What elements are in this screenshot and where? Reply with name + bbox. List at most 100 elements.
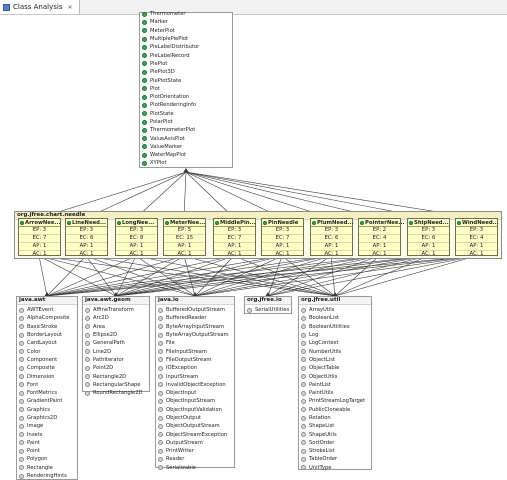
class-item[interactable]: PaintUtils <box>301 389 371 397</box>
class-item[interactable]: Point2D <box>85 364 149 372</box>
class-item[interactable]: Serializable <box>158 464 234 472</box>
class-item[interactable]: StrokeList <box>301 447 371 455</box>
class-item[interactable]: FontMetrics <box>19 389 77 397</box>
class-item[interactable]: Line2D <box>85 347 149 355</box>
class-item[interactable]: ShapeUtils <box>301 430 371 438</box>
class-item[interactable]: Area <box>85 323 149 331</box>
class-item[interactable]: BooleanUtilities <box>301 323 371 331</box>
class-item[interactable]: PublicCloneable <box>301 406 371 414</box>
class-item[interactable]: LogContext <box>301 339 371 347</box>
class-item[interactable]: Graphics2D <box>19 414 77 422</box>
class-item[interactable]: Composite <box>19 364 77 372</box>
class-item[interactable]: ObjectUtils <box>301 372 371 380</box>
class-item[interactable]: Insets <box>19 430 77 438</box>
class-item[interactable]: AWTEvent <box>19 306 77 314</box>
class-item[interactable]: PlotOrientation <box>142 93 232 101</box>
class-item[interactable]: GradientPaint <box>19 397 77 405</box>
close-icon[interactable]: ✕ <box>67 3 73 11</box>
class-item[interactable]: PathIterator <box>85 356 149 364</box>
class-item[interactable]: PlotState <box>142 110 232 118</box>
class-item[interactable]: NumberUtils <box>301 347 371 355</box>
class-item[interactable]: Thermometer <box>142 10 232 18</box>
class-item[interactable]: Rectangle <box>19 464 77 472</box>
class-item[interactable]: Arc2D <box>85 314 149 322</box>
class-item[interactable]: SerialUtilities <box>247 306 291 314</box>
class-item[interactable]: Polygon <box>19 455 77 463</box>
class-item[interactable]: Rectangle2D <box>85 372 149 380</box>
class-item[interactable]: PolarPlot <box>142 118 232 126</box>
class-item[interactable]: PrintStreamLogTarget <box>301 397 371 405</box>
class-item[interactable]: OutputStream <box>158 439 234 447</box>
class-item[interactable]: BasicStroke <box>19 323 77 331</box>
class-item[interactable]: RenderingHints <box>19 472 77 480</box>
class-item[interactable]: ObjectOutput <box>158 414 234 422</box>
class-item[interactable]: RoundRectangle2D <box>85 389 149 397</box>
class-item[interactable]: PieLabelRecord <box>142 51 232 59</box>
class-item[interactable]: Point <box>19 447 77 455</box>
class-item[interactable]: ThermometerPlot <box>142 126 232 134</box>
class-item[interactable]: Rotation <box>301 414 371 422</box>
class-item[interactable]: IOException <box>158 364 234 372</box>
class-item[interactable]: ObjectList <box>301 356 371 364</box>
class-item[interactable]: Font <box>19 381 77 389</box>
class-item[interactable]: UnitType <box>301 464 371 472</box>
class-item[interactable]: Image <box>19 422 77 430</box>
class-item[interactable]: Color <box>19 347 77 355</box>
class-item[interactable]: RectangularShape <box>85 381 149 389</box>
class-item[interactable]: PrintWriter <box>158 447 234 455</box>
class-item[interactable]: WaterMapPlot <box>142 151 232 159</box>
class-item[interactable]: BooleanList <box>301 314 371 322</box>
class-item[interactable]: ObjectStreamException <box>158 430 234 438</box>
class-item[interactable]: ObjectInput <box>158 389 234 397</box>
class-item[interactable]: ObjectTable <box>301 364 371 372</box>
class-item[interactable]: ValueMarker <box>142 143 232 151</box>
class-item[interactable]: ArrayUtils <box>301 306 371 314</box>
class-item[interactable]: AlphaComposite <box>19 314 77 322</box>
class-item[interactable]: PiePlot3D <box>142 68 232 76</box>
class-item[interactable]: Dimension <box>19 372 77 380</box>
class-item[interactable]: FileOutputStream <box>158 356 234 364</box>
class-item[interactable]: Marker <box>142 18 232 26</box>
class-item[interactable]: Component <box>19 356 77 364</box>
class-item[interactable]: CardLayout <box>19 339 77 347</box>
class-item[interactable]: XYPlot <box>142 159 232 167</box>
class-item[interactable]: PlotRenderingInfo <box>142 101 232 109</box>
class-item[interactable]: Reader <box>158 455 234 463</box>
class-item[interactable]: InputStream <box>158 372 234 380</box>
class-item[interactable]: BorderLayout <box>19 331 77 339</box>
class-item[interactable]: MultiplePiePlot <box>142 35 232 43</box>
class-item[interactable]: ObjectOutputStream <box>158 422 234 430</box>
class-item[interactable]: SortOrder <box>301 439 371 447</box>
class-item[interactable]: AffineTransform <box>85 306 149 314</box>
class-item[interactable]: PieLabelDistributor <box>142 43 232 51</box>
class-item[interactable]: PiePlotState <box>142 76 232 84</box>
class-item[interactable]: Graphics <box>19 406 77 414</box>
class-item[interactable]: Ellipse2D <box>85 331 149 339</box>
class-item[interactable]: Log <box>301 331 371 339</box>
tab-class-analysis[interactable]: Class Analysis ✕ <box>0 0 80 14</box>
class-item[interactable]: ShapeList <box>301 422 371 430</box>
class-item[interactable]: File <box>158 339 234 347</box>
class-item[interactable]: ObjectInputValidation <box>158 406 234 414</box>
class-item[interactable]: BufferedOutputStream <box>158 306 234 314</box>
class-item[interactable]: PaintList <box>301 381 371 389</box>
class-item[interactable]: PiePlot <box>142 60 232 68</box>
class-item[interactable]: ObjectInputStream <box>158 397 234 405</box>
class-item[interactable]: Paint <box>19 439 77 447</box>
class-item[interactable]: Plot <box>142 85 232 93</box>
